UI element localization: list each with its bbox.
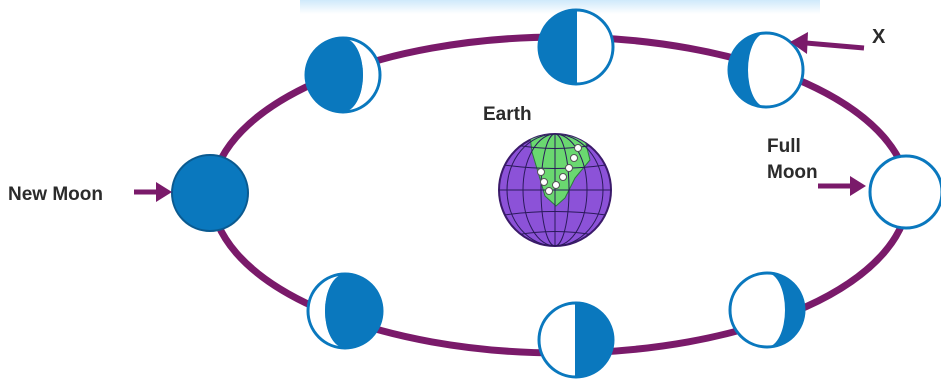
full-moon-label-line2: Moon [767,162,818,183]
full-moon-arrow-icon [818,176,866,196]
moon-first-quarter-phase-icon [539,10,613,84]
moon-waning-crescent-phase-icon [308,274,382,348]
x-marker-arrow-icon [790,32,864,54]
earth-label: Earth [483,104,532,125]
x-marker-label: X [872,26,886,48]
earth-globe-icon [499,132,611,246]
full-moon-label-line1: Full [767,136,801,157]
moon-waxing-crescent-phase-icon [306,38,380,112]
moon-waning-gibbous-phase-icon [730,273,804,347]
moon-full-moon-phase-icon [870,156,941,228]
moon-waxing-gibbous-phase-icon [729,33,803,107]
new-moon-label: New Moon [8,184,103,205]
moon-third-quarter-phase-icon [539,303,613,377]
top-glare [300,0,820,14]
moon-new-moon-phase-icon [172,155,248,231]
new-moon-arrow-icon [134,182,172,202]
